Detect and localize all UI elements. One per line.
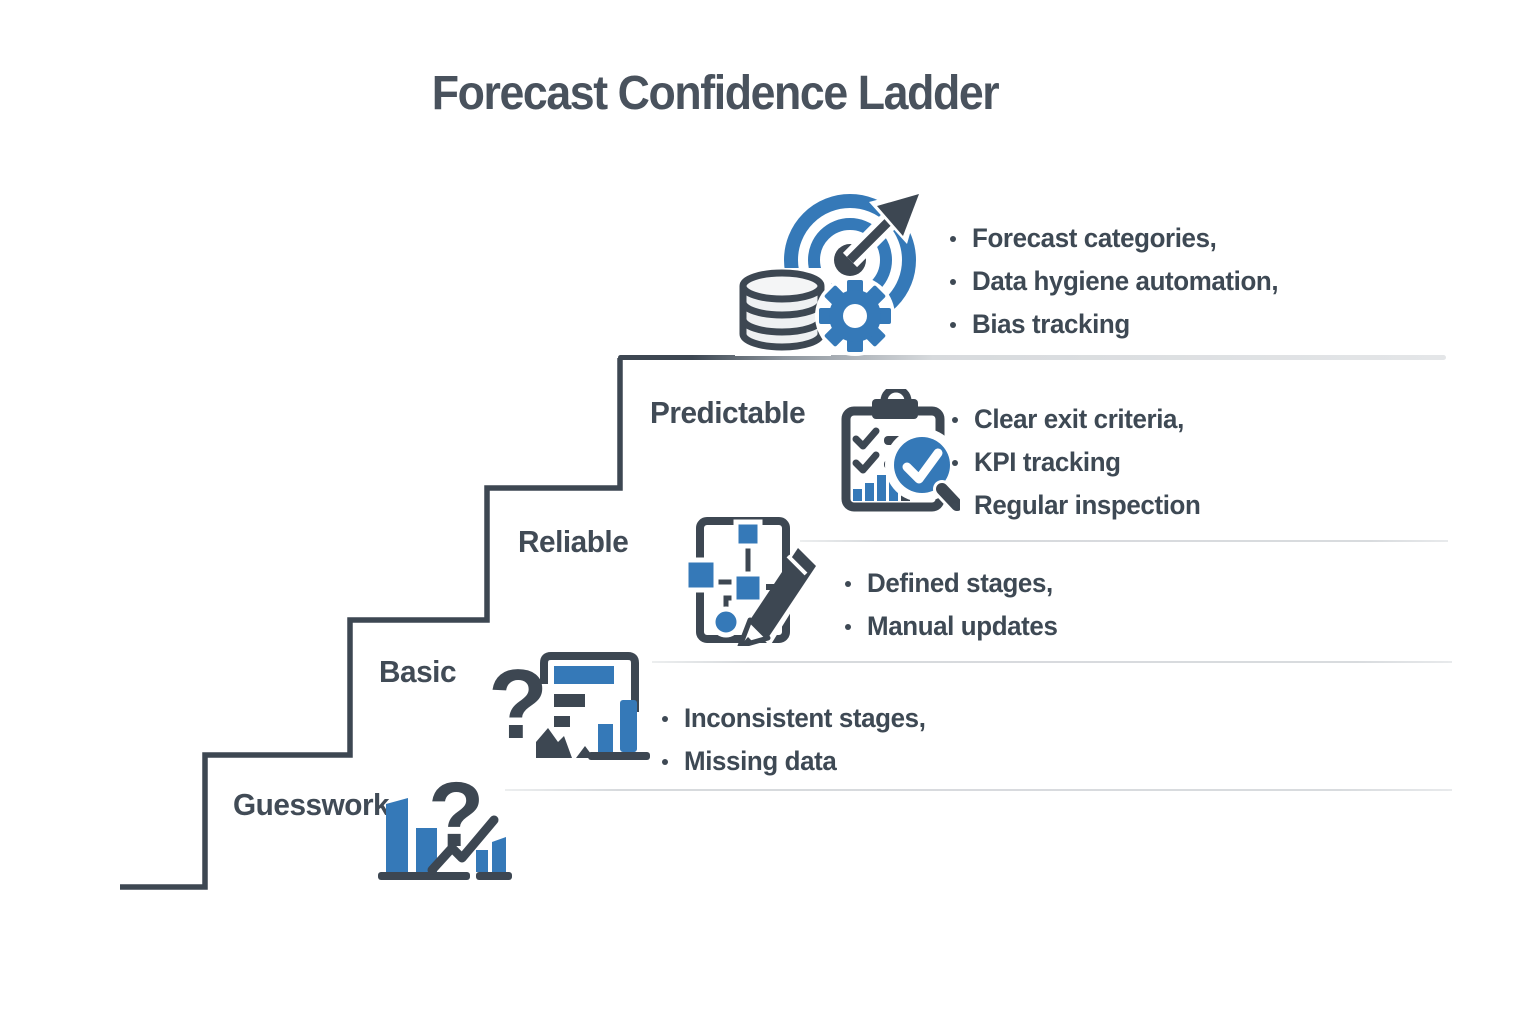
bullet-list-reliable: Defined stages, Manual updates bbox=[845, 562, 1065, 648]
bullet-dot bbox=[845, 623, 851, 630]
bullet-text: Defined stages, bbox=[867, 568, 1053, 598]
question-report-icon: ? bbox=[488, 650, 650, 760]
bullet-item: Clear exit criteria, bbox=[952, 398, 1210, 441]
level-label-reliable: Reliable bbox=[518, 524, 629, 559]
bullet-dot bbox=[950, 278, 956, 285]
level-label-predictable: Predictable bbox=[650, 395, 806, 430]
bullet-text: Data hygiene automation, bbox=[972, 266, 1279, 296]
bullet-dot bbox=[662, 758, 668, 765]
bullet-text: Clear exit criteria, bbox=[974, 404, 1184, 434]
bullet-list-predictable: Clear exit criteria, KPI tracking Regula… bbox=[952, 398, 1210, 527]
bullet-item: Bias tracking bbox=[950, 303, 1291, 346]
bullet-item: Manual updates bbox=[845, 605, 1065, 648]
bullet-text: Bias tracking bbox=[972, 309, 1130, 339]
bullet-dot bbox=[952, 416, 958, 423]
bullet-text: KPI tracking bbox=[974, 447, 1121, 477]
bullet-item: Defined stages, bbox=[845, 562, 1065, 605]
bullet-text: Inconsistent stages, bbox=[684, 703, 926, 733]
bullet-text: Forecast categories, bbox=[972, 223, 1217, 253]
page-title: Forecast Confidence Ladder bbox=[431, 67, 1000, 120]
level-label-basic: Basic bbox=[379, 654, 457, 689]
separator-reliable bbox=[652, 661, 1452, 663]
level-label-guesswork: Guesswork bbox=[233, 787, 390, 822]
clipboard-checklist-magnifier-icon bbox=[841, 389, 960, 513]
bullet-item: KPI tracking bbox=[952, 441, 1210, 484]
flowchart-pencil-icon bbox=[683, 517, 818, 646]
bullet-text: Manual updates bbox=[867, 611, 1058, 641]
question-declining-bars-icon: ? bbox=[378, 766, 512, 880]
bullet-item: Inconsistent stages, bbox=[662, 697, 936, 740]
bullet-text: Regular inspection bbox=[974, 490, 1201, 520]
top-step-line bbox=[618, 355, 1446, 360]
bullet-dot bbox=[950, 321, 956, 328]
bullet-dot bbox=[950, 235, 956, 242]
bullet-dot bbox=[662, 715, 668, 722]
bullet-list-basic: Inconsistent stages, Missing data bbox=[662, 697, 936, 783]
bullet-dot bbox=[845, 580, 851, 587]
bullet-dot bbox=[952, 502, 958, 509]
bullet-item: Missing data bbox=[662, 740, 936, 783]
bullet-item: Data hygiene automation, bbox=[950, 260, 1291, 303]
bullet-item: Regular inspection bbox=[952, 484, 1210, 527]
bullet-text: Missing data bbox=[684, 746, 837, 776]
bullet-list-top: Forecast categories, Data hygiene automa… bbox=[950, 217, 1291, 346]
bullet-item: Forecast categories, bbox=[950, 217, 1291, 260]
separator-predictable bbox=[800, 540, 1448, 542]
bullet-dot bbox=[952, 459, 958, 466]
separator-basic bbox=[505, 789, 1452, 791]
target-database-gear-icon bbox=[735, 192, 922, 356]
